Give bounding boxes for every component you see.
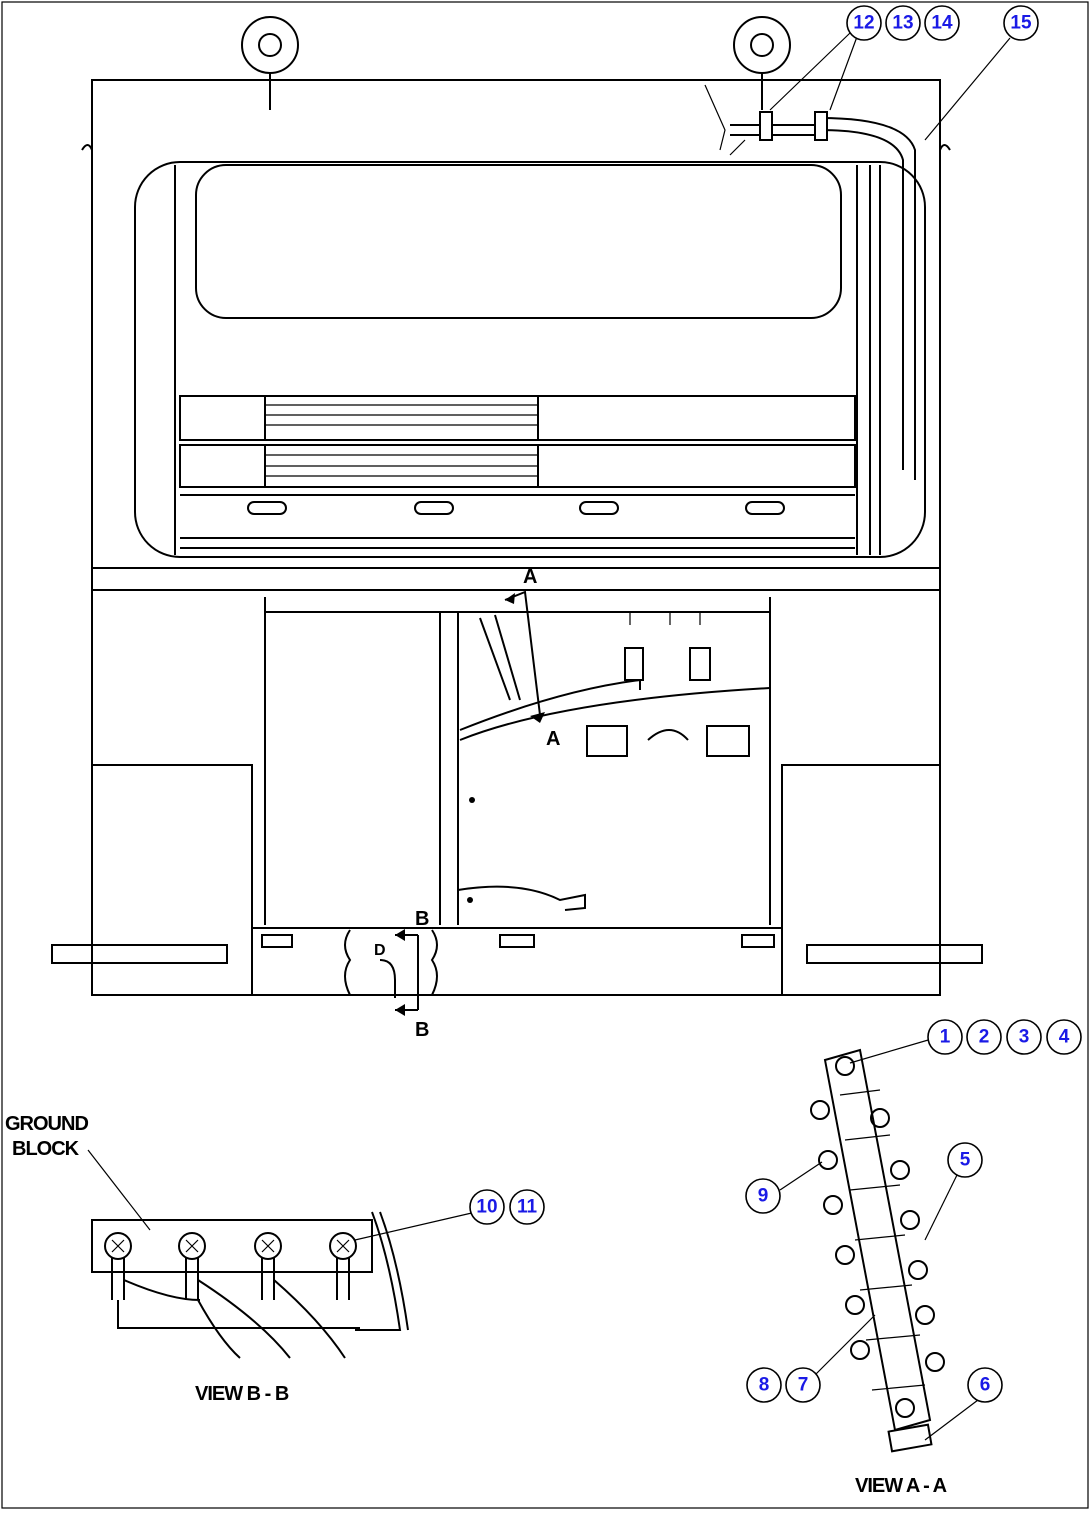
main-cab-view: [51, 16, 983, 1016]
section-mark-a-top: A: [523, 566, 537, 588]
leader-5: [924, 1174, 958, 1241]
leader-ground-block: [87, 1149, 151, 1231]
svg-text:13: 13: [892, 13, 913, 34]
leader-15: [924, 37, 1011, 141]
callout-2: 2: [966, 1019, 1002, 1055]
svg-text:3: 3: [1019, 1027, 1030, 1048]
svg-text:11: 11: [517, 1197, 538, 1218]
svg-text:2: 2: [979, 1027, 990, 1048]
svg-text:12: 12: [853, 13, 874, 34]
svg-text:10: 10: [476, 1197, 497, 1218]
callout-9: 9: [745, 1178, 781, 1214]
section-mark-d: D: [374, 942, 386, 959]
ground-block-label-line1: GROUND: [5, 1113, 88, 1135]
leader-9: [779, 1161, 823, 1191]
leader-1: [849, 1037, 936, 1064]
left-lamp: [241, 16, 299, 74]
view-a-label: VIEW A - A: [855, 1475, 947, 1497]
section-mark-a-bottom: A: [546, 728, 560, 750]
ground-block-label-line2: BLOCK: [12, 1138, 80, 1160]
callout-6: 6: [967, 1367, 1003, 1403]
callout-14: 14: [924, 5, 960, 41]
callout-4: 4: [1046, 1019, 1082, 1055]
view-a-terminal-strip: [810, 1048, 945, 1453]
callout-3: 3: [1006, 1019, 1042, 1055]
svg-text:7: 7: [798, 1375, 809, 1396]
svg-text:15: 15: [1010, 13, 1032, 34]
callout-11: 11: [509, 1189, 545, 1225]
callout-1: 1: [927, 1019, 963, 1055]
section-mark-b-bottom: B: [415, 1019, 429, 1041]
callout-5: 5: [947, 1142, 983, 1178]
svg-text:4: 4: [1059, 1027, 1070, 1048]
leader-7: [814, 1314, 876, 1376]
callout-15: 15: [1003, 5, 1039, 41]
view-b-ground-block: [91, 1211, 409, 1359]
leader-10: [354, 1211, 477, 1241]
callout-10: 10: [469, 1189, 505, 1225]
svg-text:1: 1: [940, 1027, 951, 1048]
view-b-label: VIEW B - B: [195, 1383, 289, 1405]
leader-12: [769, 32, 859, 111]
svg-text:8: 8: [759, 1375, 770, 1396]
leader-6: [924, 1399, 979, 1441]
right-lamp: [733, 16, 791, 74]
callout-12: 12: [846, 5, 882, 41]
callout-13: 13: [885, 5, 921, 41]
svg-text:14: 14: [931, 13, 953, 34]
callout-8: 8: [746, 1367, 782, 1403]
svg-text:6: 6: [980, 1375, 991, 1396]
svg-text:5: 5: [960, 1150, 971, 1171]
callout-7: 7: [785, 1367, 821, 1403]
section-mark-b-top: B: [415, 908, 429, 930]
svg-text:9: 9: [758, 1186, 769, 1207]
